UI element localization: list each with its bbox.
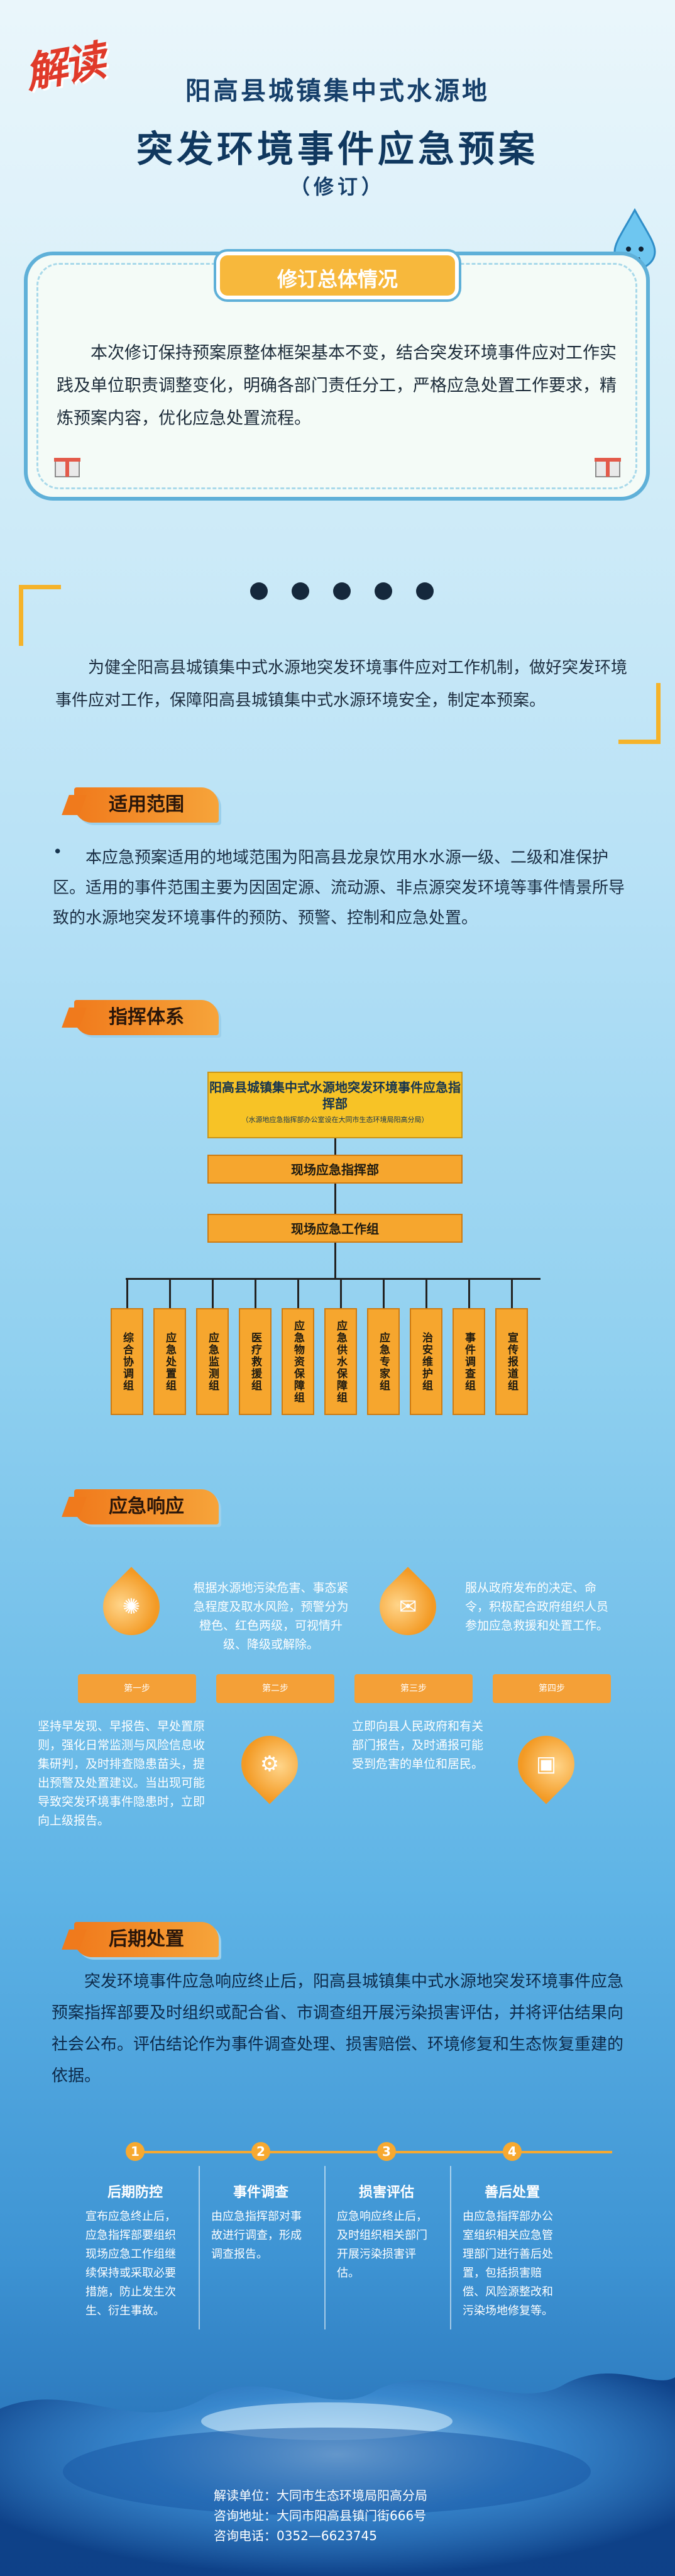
org-group-node: 应急专家组 [367, 1308, 400, 1415]
water-splash-image [0, 2373, 675, 2576]
connector-line [212, 1278, 214, 1308]
step-label: 第二步 [262, 1684, 288, 1694]
post-step-title: 善后处置 [484, 2185, 540, 2201]
connector-line [511, 1278, 513, 1308]
title-line-1: 阳高县城镇集中式水源地 [185, 77, 490, 106]
step-text: 根据水源地污染危害、事态紧急程度及取水风险，预警分为橙色、红色两级，可视情升级、… [193, 1581, 349, 1652]
post-step-text: 由应急指挥部对事故进行调查，形成调查报告。 [211, 2210, 302, 2261]
gift-icon [54, 458, 80, 477]
post-step-title: 后期防控 [107, 2185, 163, 2201]
step-label: 第四步 [539, 1684, 565, 1694]
title-revision-note: （修订） [289, 175, 385, 199]
mail-icon: ✉ [398, 1594, 417, 1619]
revision-card [24, 252, 650, 501]
bullet-marker: • [53, 843, 63, 862]
step-label: 第三步 [400, 1684, 427, 1694]
connector-line [340, 1278, 342, 1308]
timeline-node: 2 [251, 2142, 270, 2161]
column-divider [450, 2166, 451, 2329]
timeline-node: 1 [126, 2142, 145, 2161]
step-drop: ✺ [91, 1567, 172, 1647]
intro-text: 为健全阳高县城镇集中式水源地突发环境事件应对工作机制，做好突发环境事件应对工作，… [55, 658, 628, 710]
step-bar [354, 1674, 473, 1703]
bulb-icon: ✺ [122, 1594, 141, 1619]
step-bar [78, 1674, 196, 1703]
corner-bracket-bottom-right [618, 683, 661, 744]
org-group-node: 事件调查组 [453, 1308, 485, 1415]
section-tag-command: 指挥体系 [74, 1000, 219, 1035]
timeline-node: 4 [503, 2142, 522, 2161]
org-scene-hq: 现场应急指挥部 [207, 1155, 463, 1184]
post-step-title: 事件调查 [233, 2185, 288, 2201]
footer-phone: 咨询电话：0352—6623745 [214, 2528, 377, 2543]
decor-dot [250, 582, 268, 600]
corner-bracket-top-left [19, 585, 61, 646]
post-step-title: 损害评估 [358, 2185, 414, 2201]
section-tag-scope: 适用范围 [74, 787, 219, 823]
org-top-node: 阳高县城镇集中式水源地突发环境事件应急指挥部 （水源地应急指挥部办公室设在大同市… [207, 1072, 463, 1138]
connector-line [468, 1278, 470, 1308]
decor-dot [416, 582, 434, 600]
connector-line [334, 1184, 336, 1214]
step-label: 第一步 [124, 1684, 150, 1694]
timeline [132, 2151, 612, 2153]
org-group-node: 医疗救援组 [239, 1308, 272, 1415]
connector-line [169, 1278, 171, 1308]
org-top-note: （水源地应急指挥部办公室设在大同市生态环境局阳高分局） [241, 1116, 429, 1124]
step-text: 坚持早发现、早报告、早处置原则，强化日常监测与风险信息收集研判，及时排查隐患苗头… [38, 1719, 206, 1828]
connector-line [126, 1278, 128, 1308]
footer-address: 咨询地址：大同市阳高县镇门街666号 [214, 2508, 427, 2523]
step-drop: ✉ [368, 1567, 448, 1647]
org-work-group: 现场应急工作组 [207, 1214, 463, 1243]
scope-text: 本应急预案适用的地域范围为阳高县龙泉饮用水水源一级、二级和准保护区。适用的事件范… [53, 848, 625, 928]
page-title: 突发环境事件应急预案 [136, 128, 539, 170]
org-group-node: 综合协调组 [111, 1308, 143, 1415]
connector-line [126, 1278, 541, 1280]
decor-dot [375, 582, 392, 600]
step-drop: ▣ [506, 1724, 586, 1804]
org-group-node: 应急监测组 [196, 1308, 229, 1415]
step-text: 服从政府发布的决定、命令，积极配合政府组织人员参加应急救援和处置工作。 [465, 1581, 609, 1633]
org-group-node: 治安维护组 [410, 1308, 442, 1415]
org-group-node: 宣传报道组 [495, 1308, 528, 1415]
step-drop: ⚙ [229, 1724, 310, 1804]
gear-icon: ⚙ [260, 1752, 280, 1777]
post-text: 突发环境事件应急响应终止后，阳高县城镇集中式水源地突发环境事件应急预案指挥部要及… [52, 1972, 624, 2085]
connector-line [383, 1278, 385, 1308]
org-group-node: 应急物资保障组 [282, 1308, 314, 1415]
org-group-node: 应急处置组 [153, 1308, 186, 1415]
org-top-title: 阳高县城镇集中式水源地突发环境事件应急指挥部 [209, 1080, 461, 1111]
decor-dot [333, 582, 351, 600]
briefcase-icon: ▣ [535, 1752, 557, 1777]
org-group-node: 应急供水保障组 [324, 1308, 357, 1415]
footer-unit: 解读单位：大同市生态环境局阳高分局 [214, 2488, 427, 2503]
decor-dot [292, 582, 309, 600]
gift-icon [595, 458, 621, 477]
section-tag-post: 后期处置 [74, 1922, 219, 1957]
column-divider [199, 2166, 200, 2329]
post-step-text: 宣布应急终止后，应急指挥部要组织现场应急工作组继续保持或采取必要措施，防止发生次… [85, 2210, 176, 2318]
step-text: 立即向县人民政府和有关部门报告，及时通报可能受到危害的单位和居民。 [352, 1719, 484, 1771]
column-divider [324, 2166, 326, 2329]
connector-line [255, 1278, 256, 1308]
step-bar [216, 1674, 334, 1703]
connector-line [297, 1278, 299, 1308]
revision-heading: 修订总体情况 [216, 252, 459, 299]
post-step-text: 由应急指挥部办公室组织相关应急管理部门进行善后处置，包括损害赔偿、风险源整改和污… [463, 2210, 553, 2318]
timeline-node: 3 [377, 2142, 396, 2161]
connector-line [334, 1138, 336, 1155]
connector-line [334, 1243, 336, 1278]
post-step-text: 应急响应终止后，及时组织相关部门开展污染损害评估。 [337, 2210, 427, 2280]
step-bar [493, 1674, 611, 1703]
section-tag-response: 应急响应 [74, 1489, 219, 1524]
connector-line [425, 1278, 427, 1308]
revision-text: 本次修订保持预案原整体框架基本不变，结合突发环境事件应对工作实践及单位职责调整变… [57, 343, 617, 428]
